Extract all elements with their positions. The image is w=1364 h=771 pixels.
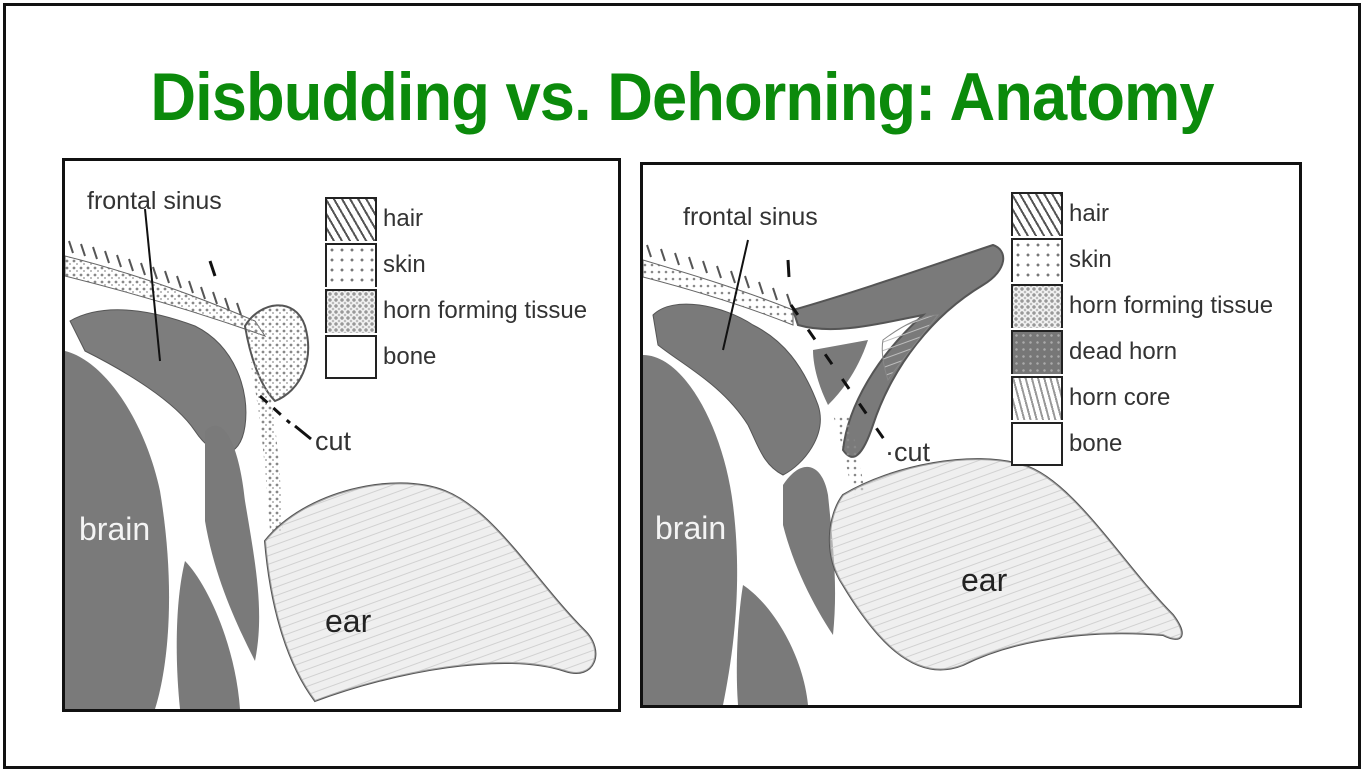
disbudding-legend: hair skin horn forming tissue bone xyxy=(325,196,587,380)
disbudding-anatomy-illustration xyxy=(65,208,597,709)
skin-swatch-icon xyxy=(325,243,377,287)
horn-forming-tissue-swatch-icon xyxy=(325,289,377,333)
hair-swatch-icon xyxy=(1011,192,1063,236)
brain-label: brain xyxy=(655,510,727,546)
legend-item-bone: bone xyxy=(1011,421,1273,467)
brain-label: brain xyxy=(79,511,151,547)
legend-item-horn-core: horn core xyxy=(1011,375,1273,421)
legend-item-bone: bone xyxy=(325,334,587,380)
horn-core-swatch-icon xyxy=(1011,376,1063,420)
legend-item-hair: hair xyxy=(1011,191,1273,237)
dehorning-legend: hair skin horn forming tissue dead horn … xyxy=(1011,191,1273,467)
hair-swatch-icon xyxy=(325,197,377,241)
bone-swatch-icon xyxy=(1011,422,1063,466)
cut-label: ·cut xyxy=(885,437,931,467)
slide-title: Disbudding vs. Dehorning: Anatomy xyxy=(150,59,1214,135)
legend-item-horn-forming-tissue: horn forming tissue xyxy=(1011,283,1273,329)
legend-item-skin: skin xyxy=(325,242,587,288)
frontal-sinus-label: frontal sinus xyxy=(683,203,818,231)
legend-item-hair: hair xyxy=(325,196,587,242)
legend-item-horn-forming-tissue: horn forming tissue xyxy=(325,288,587,334)
frontal-sinus-label: frontal sinus xyxy=(87,187,222,215)
legend-item-skin: skin xyxy=(1011,237,1273,283)
horn-forming-tissue-swatch-icon xyxy=(1011,284,1063,328)
ear-label: ear xyxy=(961,562,1008,598)
dead-horn-swatch-icon xyxy=(1011,330,1063,374)
cut-label: cut xyxy=(315,426,352,456)
disbudding-diagram-panel: frontal sinus cut brain ear hair skin ho… xyxy=(62,158,621,712)
legend-item-dead-horn: dead horn xyxy=(1011,329,1273,375)
ear-label: ear xyxy=(325,603,372,639)
dehorning-diagram-panel: frontal sinus ·cut brain ear hair skin h… xyxy=(640,162,1302,708)
dehorning-anatomy-illustration xyxy=(643,239,1183,705)
skin-swatch-icon xyxy=(1011,238,1063,282)
bone-swatch-icon xyxy=(325,335,377,379)
